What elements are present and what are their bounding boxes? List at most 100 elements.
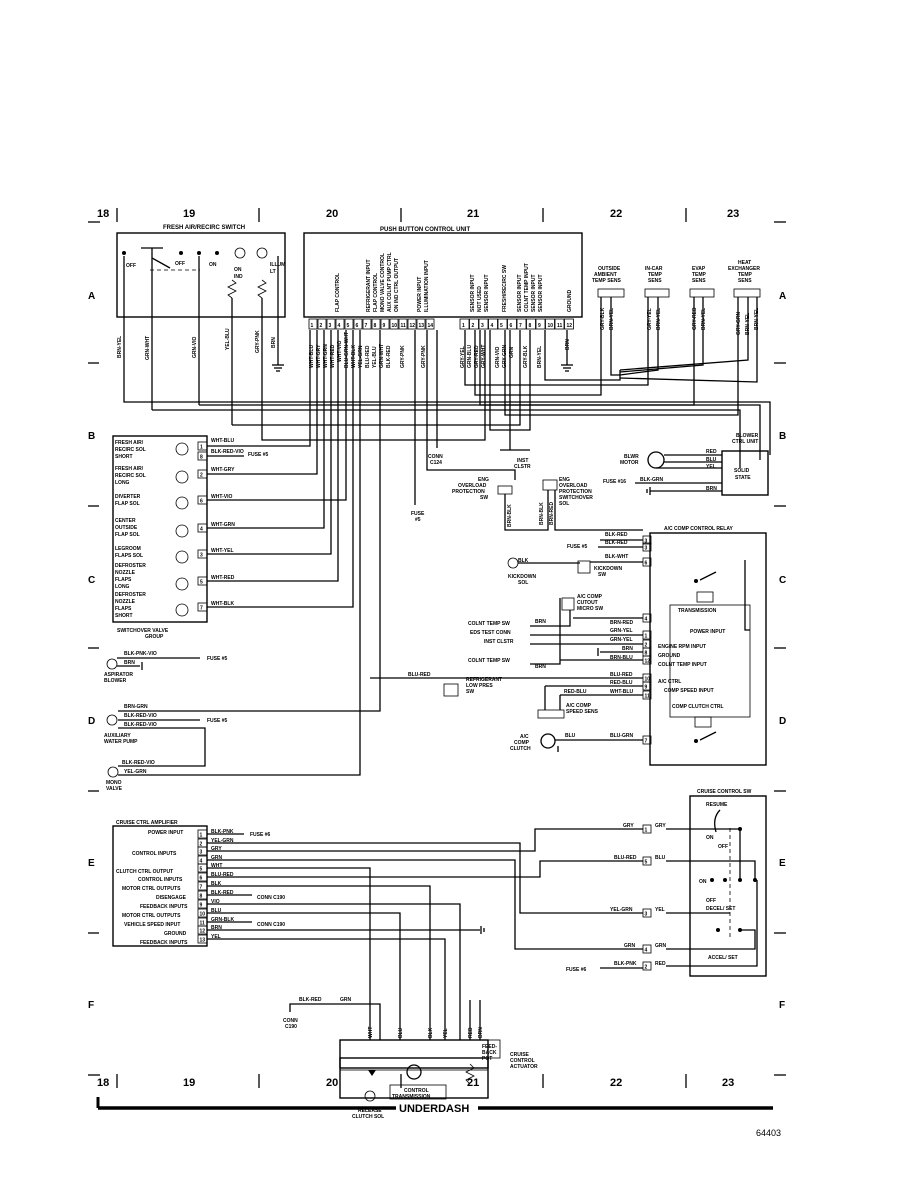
cruise-out-blu: BLU xyxy=(655,855,666,861)
eng-overload-sol-body xyxy=(542,479,558,491)
ac-wire-brn-2: BRN xyxy=(535,664,546,670)
pbu-right-pin-cell xyxy=(497,318,508,330)
mono-wire-blk-red-vio: BLK-RED-VIO xyxy=(122,760,155,766)
pbu-right-pin-cell xyxy=(507,318,517,330)
sol-wire-wht-blk: WHT-BLK xyxy=(211,601,234,607)
grid-row-e-right: E xyxy=(779,858,786,869)
grid-col-18: 18 xyxy=(97,208,109,220)
sensor-outside-body xyxy=(597,288,625,298)
fuse-6-label-2: FUSE #6 xyxy=(566,967,587,973)
top-grid: 18 19 20 21 22 23 xyxy=(88,208,786,223)
pbu-wire-gry-wht: GRY-WHT xyxy=(481,345,487,368)
pbu-wire-grn-wht: GRN-WHT xyxy=(379,344,385,368)
pbu-left-pin-cell xyxy=(344,318,354,330)
relay-wire-blu: BLU xyxy=(565,733,576,739)
cruise-pin-cell xyxy=(642,824,652,834)
pbu-left-pin-number: 2 xyxy=(320,323,323,329)
clutch-icon xyxy=(540,733,556,749)
pbu-left-pin-number: 5 xyxy=(347,323,350,329)
aspirator-wire-2: BRN xyxy=(124,660,135,666)
pbu-right-pin-number: 9 xyxy=(538,323,541,329)
solenoid-pin-number: 6 xyxy=(200,499,203,505)
pbu-left-pin-cell xyxy=(326,318,336,330)
fa-wire-grn-wht: GRN-WHT xyxy=(145,336,151,360)
amp-wire-label: GRY xyxy=(211,846,222,852)
solenoid-coil-icon xyxy=(175,442,189,456)
cruise-sw-box xyxy=(689,795,767,977)
blower-wire-brn: BRN xyxy=(706,486,717,492)
amp-wire-label: GRN xyxy=(211,855,223,861)
pbu-fn-sensor-input-3: SENSOR INPUT xyxy=(517,274,523,312)
fuse-5-aux: FUSE #5 xyxy=(207,718,228,724)
pbu-fn-flap-control: FLAP CONTROL xyxy=(335,273,341,312)
pbu-wire-blu-grn-wht: BLU-GRN-WHT xyxy=(344,332,350,368)
pbu-wire-wht-blu: WHT-BLU xyxy=(309,345,315,368)
pbu-right-pin-number: 1 xyxy=(462,323,465,329)
cruise-out-grn: GRN xyxy=(655,943,667,949)
cruise-pin-number: 2 xyxy=(645,965,648,971)
solenoid-pin-number: 8 xyxy=(200,455,203,461)
cruise-contact xyxy=(716,928,720,932)
sensor-heatx-body xyxy=(733,288,761,298)
pbu-left-pin-cell xyxy=(353,318,363,330)
blower-wire-blu: BLU xyxy=(706,457,717,463)
switch-label-on: ON xyxy=(209,262,217,268)
colnt-temp-sw2-label: COLNT TEMP SW xyxy=(468,658,510,664)
pbu-right-pin-number: 10 xyxy=(548,323,554,329)
pbu-right-pin-cell xyxy=(535,318,546,330)
solenoid-coils xyxy=(175,442,189,617)
pbu-left-pin-cell xyxy=(425,318,435,330)
pbu-wire-grn-vio: GRN-VIO xyxy=(495,347,501,369)
relay-wire-grn-yel-1: GRN-YEL xyxy=(610,628,633,634)
release-sol-diode-icon xyxy=(368,1070,376,1076)
eng-overload-sw-body xyxy=(497,485,513,495)
act-wire-wht: WHT xyxy=(368,1027,374,1038)
amp-label-motor-2: MOTOR CTRL OUTPUTS xyxy=(122,913,181,919)
push-button-title: PUSH BUTTON CONTROL UNIT xyxy=(380,227,470,233)
cruise-contact xyxy=(710,878,714,882)
pbu-wire-gry-yel: GRY-YEL xyxy=(460,346,466,368)
pbu-left-pin-number: 13 xyxy=(419,323,425,329)
cruise-pin-cell xyxy=(642,908,652,918)
grid-col-23: 23 xyxy=(727,208,739,220)
relay-pin-number: 6 xyxy=(645,561,648,567)
colnt-temp-sw-label: COLNT TEMP SW xyxy=(468,621,510,627)
pbu-left-pin-cell xyxy=(335,318,345,330)
cruise-in-gry: GRY xyxy=(623,823,634,829)
amp-wire-labels: BLK-PNKYEL-GRNGRYGRNWHTBLU-REDBLKBLK-RED… xyxy=(211,829,234,940)
amp-pin-number: 5 xyxy=(200,867,203,873)
push-button-unit-box xyxy=(303,232,583,318)
amp-wire-label: YEL xyxy=(211,934,221,940)
grid-row-a-left: A xyxy=(88,291,95,302)
grid-row-b-left: B xyxy=(88,431,95,442)
pbu-right-pin-cell xyxy=(516,318,527,330)
cruise-pin-number: 1 xyxy=(645,828,648,834)
grid-row-c-right: C xyxy=(779,575,786,586)
pbu-fn-on-ind: ON IND CTRL OUTPUT xyxy=(394,258,400,312)
amp-label-ground: GROUND xyxy=(164,931,187,937)
relay-wire-brn-blu: BRN-BLU xyxy=(610,655,633,661)
pbu-fn-colnt-temp: COLNT TEMP INPUT xyxy=(524,263,530,312)
solenoid-coil-icon xyxy=(175,550,189,564)
pbu-wire-grn-blu: GRN-BLU xyxy=(467,345,473,368)
relay-pin-number: 8 xyxy=(645,651,648,657)
fa-wire-gry-pnk: GRY-PNK xyxy=(255,330,261,353)
relay-pin-number: 12 xyxy=(645,659,651,665)
pbu-right-pin-number: 7 xyxy=(519,323,522,329)
solenoid-coil-icon xyxy=(175,496,189,510)
